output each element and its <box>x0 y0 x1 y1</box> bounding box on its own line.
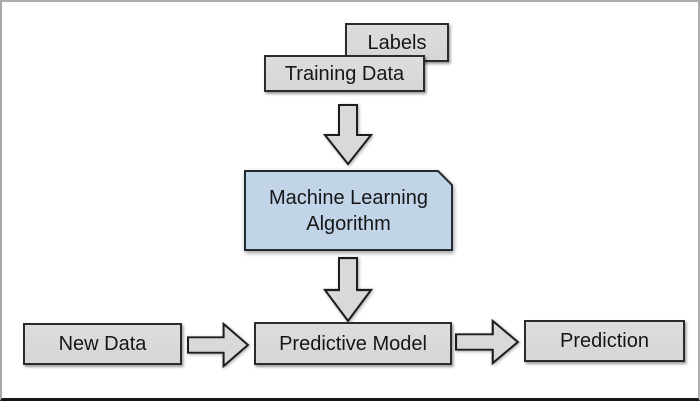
node-ml-algorithm: Machine Learning Algorithm <box>244 170 453 251</box>
node-new-data-text: New Data <box>58 333 147 355</box>
node-predictive-model-text: Predictive Model <box>279 332 427 355</box>
node-predictive-model: Predictive Model <box>254 322 452 365</box>
block-arrow-down-icon <box>323 257 373 323</box>
card-shape <box>244 170 453 251</box>
block-arrow-down-icon <box>323 104 373 166</box>
node-prediction: Prediction <box>524 320 685 362</box>
block-arrow-right-icon <box>187 322 250 368</box>
node-training-data-text: Training Data <box>284 62 405 85</box>
node-ml-algorithm-text: Machine Learning Algorithm <box>269 186 428 235</box>
node-training-data: Training Data <box>264 55 425 92</box>
node-labels-text: Labels <box>367 31 427 54</box>
node-new-data: New Data <box>23 323 182 365</box>
node-prediction-text: Prediction <box>560 330 649 352</box>
block-arrow-right-icon <box>455 319 520 365</box>
